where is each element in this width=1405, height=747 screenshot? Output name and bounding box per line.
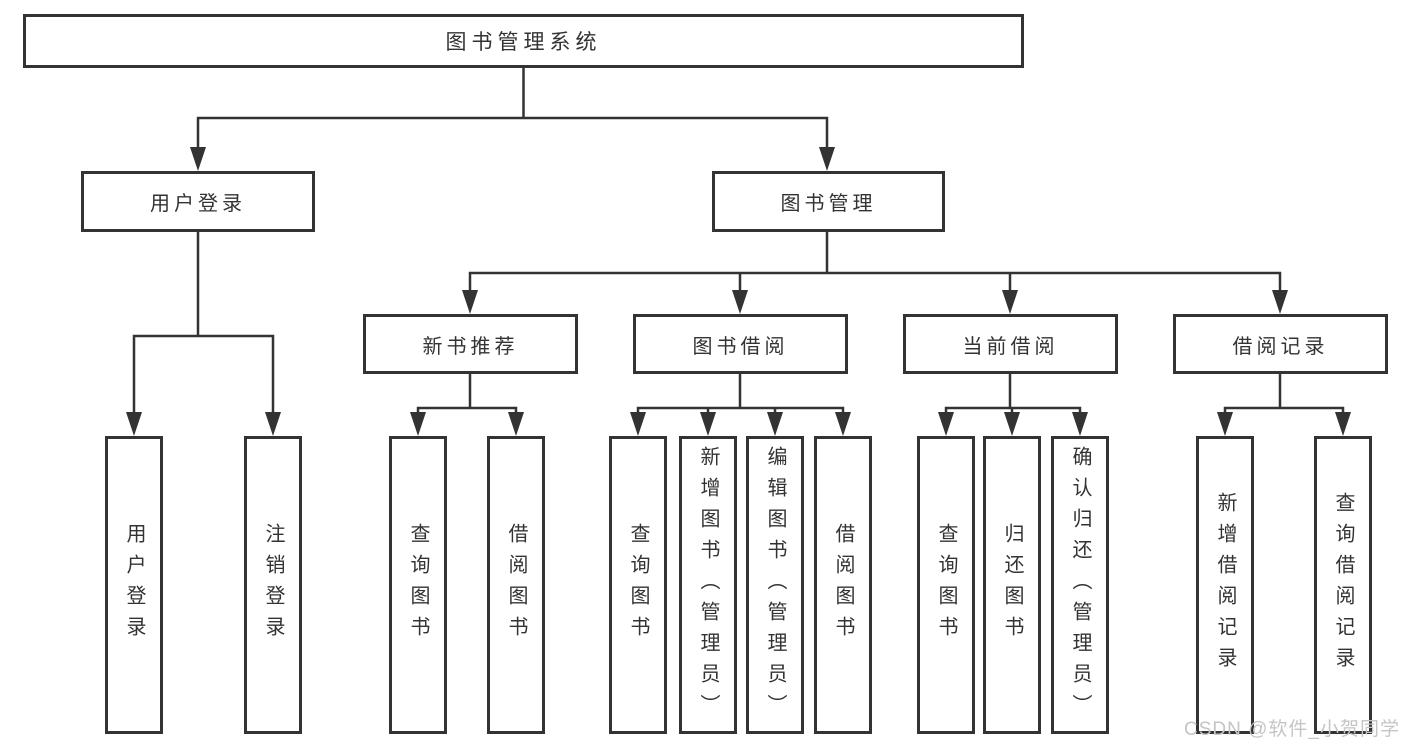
arrow-down-icon: [410, 412, 426, 436]
leaf-label: 借阅图书: [505, 523, 527, 647]
leaf-label: 新增借阅记录: [1214, 492, 1236, 678]
connector-newbook-split: [416, 406, 518, 414]
leaf-label: 查询图书: [407, 523, 429, 647]
leaf-label: 确认归还（管理员）: [1069, 445, 1091, 725]
connector-bookborrow-split: [636, 406, 845, 414]
leaf-label: 注销登录: [262, 523, 284, 647]
arrow-down-icon: [462, 290, 478, 314]
node-borrow-records: 借阅记录: [1173, 314, 1388, 374]
connector-bookmgmt-split: [468, 271, 1282, 292]
csdn-watermark: CSDN @软件_小贺同学: [1184, 719, 1400, 740]
connector-records-split: [1223, 406, 1345, 414]
arrowheads: [126, 147, 1351, 436]
arrow-down-icon: [1272, 290, 1288, 314]
arrow-down-icon: [630, 412, 646, 436]
leaf-label: 用户登录: [123, 523, 145, 647]
leaf-label: 归还图书: [1001, 523, 1023, 647]
arrow-down-icon: [508, 412, 524, 436]
leaf-confirm-return-admin: 确认归还（管理员）: [1051, 436, 1109, 734]
node-book-management: 图书管理: [712, 171, 945, 232]
connector-root-split: [196, 116, 829, 150]
leaf-add-book-admin: 新增图书（管理员）: [679, 436, 737, 734]
arrow-down-icon: [126, 412, 142, 436]
leaf-query-book-recommend: 查询图书: [389, 436, 447, 734]
arrow-down-icon: [1072, 412, 1088, 436]
arrow-down-icon: [265, 412, 281, 436]
node-new-book-recommend: 新书推荐: [363, 314, 578, 374]
leaf-logout: 注销登录: [244, 436, 302, 734]
arrow-down-icon: [700, 412, 716, 436]
node-library-management-system: 图书管理系统: [23, 14, 1024, 68]
leaf-label: 借阅图书: [832, 523, 854, 647]
leaf-edit-book-admin: 编辑图书（管理员）: [746, 436, 804, 734]
arrow-down-icon: [1217, 412, 1233, 436]
leaf-query-book-borrow: 查询图书: [609, 436, 667, 734]
arrow-down-icon: [1335, 412, 1351, 436]
arrow-down-icon: [819, 147, 835, 171]
arrow-down-icon: [767, 412, 783, 436]
arrow-down-icon: [732, 290, 748, 314]
node-book-borrow: 图书借阅: [633, 314, 848, 374]
leaf-label: 新增图书（管理员）: [697, 445, 719, 725]
connector-userlogin-split: [132, 334, 275, 414]
leaf-add-borrow-record: 新增借阅记录: [1196, 436, 1254, 734]
leaf-user-login: 用户登录: [105, 436, 163, 734]
leaf-borrow-book-recommend: 借阅图书: [487, 436, 545, 734]
arrow-down-icon: [1002, 290, 1018, 314]
arrow-down-icon: [1004, 412, 1020, 436]
leaf-query-book-current: 查询图书: [917, 436, 975, 734]
leaf-borrow-book: 借阅图书: [814, 436, 872, 734]
arrow-down-icon: [835, 412, 851, 436]
arrow-down-icon: [938, 412, 954, 436]
leaf-query-borrow-record: 查询借阅记录: [1314, 436, 1372, 734]
leaf-label: 编辑图书（管理员）: [764, 445, 786, 725]
node-user-login: 用户登录: [81, 171, 315, 232]
leaf-return-book: 归还图书: [983, 436, 1041, 734]
connector-paths: [132, 68, 1345, 414]
arrow-down-icon: [190, 147, 206, 171]
leaf-label: 查询借阅记录: [1332, 492, 1354, 678]
node-current-borrow: 当前借阅: [903, 314, 1118, 374]
leaf-label: 查询图书: [935, 523, 957, 647]
leaf-label: 查询图书: [627, 523, 649, 647]
